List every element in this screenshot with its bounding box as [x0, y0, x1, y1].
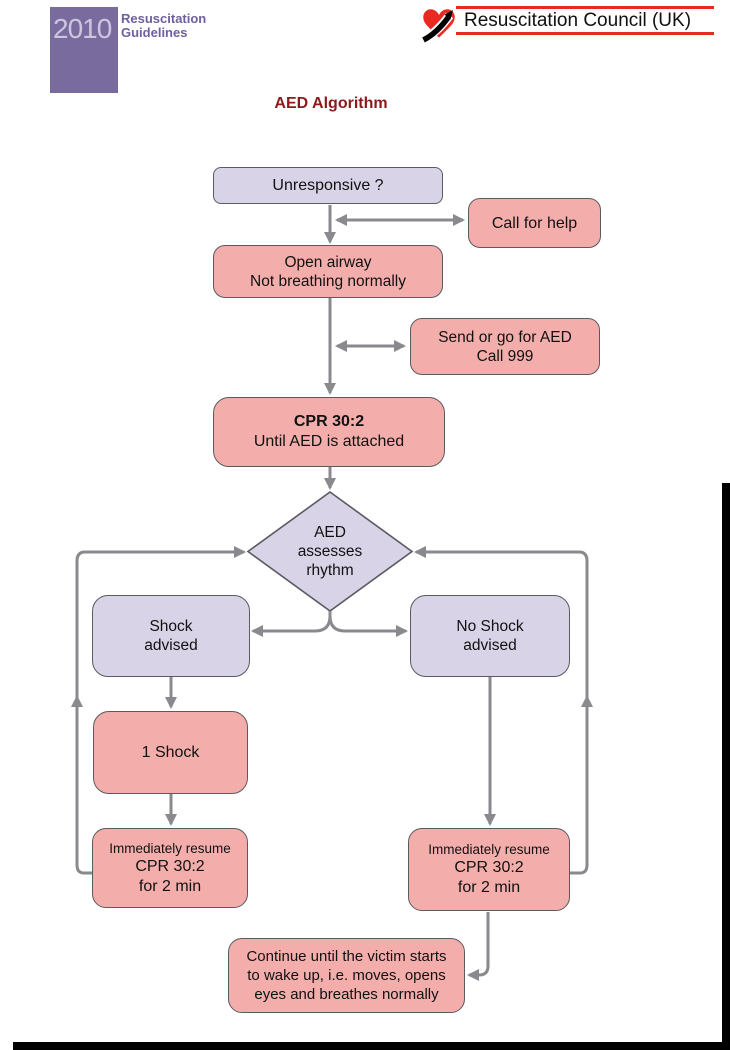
- badge-label-line2: Guidelines: [121, 25, 188, 40]
- node-no-shock-advised-line1: No Shock: [456, 618, 524, 635]
- node-open-airway-line2: Not breathing normally: [250, 272, 406, 290]
- node-send-for-aed-line1: Send or go for AED: [438, 328, 572, 346]
- node-continue-line3: eyes and breathes normally: [254, 986, 439, 1003]
- connector-loop-left-to-diamond: [75, 546, 246, 875]
- page-edge-bottom: [13, 1042, 730, 1050]
- node-one-shock-label: 1 Shock: [141, 744, 200, 761]
- loop-right-direction-arrowhead: [581, 695, 593, 707]
- node-unresponsive-label: Unresponsive ?: [272, 177, 384, 194]
- node-unresponsive: Unresponsive ?: [213, 167, 443, 204]
- node-resume-right-line1: Immediately resume: [428, 842, 550, 857]
- connector-diamond-to-shock-advised: [251, 611, 332, 637]
- node-send-for-aed: Send or go for AED Call 999: [410, 318, 600, 375]
- org-name: Resuscitation Council (UK): [456, 6, 714, 35]
- node-resume-left-line3: for 2 min: [138, 877, 202, 895]
- node-no-shock-advised: No Shock advised: [410, 595, 570, 677]
- node-resume-right-line3: for 2 min: [457, 879, 521, 896]
- node-continue-until: Continue until the victim starts to wake…: [228, 938, 465, 1013]
- node-aed-assesses-label: AED assesses rhythm: [248, 492, 412, 611]
- node-aed-assesses-line3: rhythm: [306, 562, 354, 579]
- node-call-for-help: Call for help: [468, 198, 601, 248]
- node-shock-advised-line1: Shock: [149, 618, 193, 635]
- connector-loop-right-to-diamond: [414, 546, 589, 875]
- page-title: AED Algorithm: [274, 95, 388, 112]
- node-send-for-aed-line2: Call 999: [476, 347, 534, 365]
- node-call-for-help-label: Call for help: [491, 214, 578, 232]
- badge-label-line1: Resuscitation: [121, 11, 207, 26]
- badge-year-text: 2010: [53, 13, 112, 44]
- node-open-airway: Open airway Not breathing normally: [213, 245, 443, 298]
- guidelines-year-badge: 2010: [50, 7, 118, 93]
- node-aed-assesses-line2: assesses: [297, 543, 363, 560]
- page-edge-right: [722, 483, 730, 1050]
- node-no-shock-advised-line2: advised: [463, 637, 517, 654]
- loop-left-direction-arrowhead: [71, 695, 83, 707]
- node-resume-cpr-left: Immediately resume CPR 30:2 for 2 min: [92, 828, 248, 908]
- node-resume-cpr-right: Immediately resume CPR 30:2 for 2 min: [408, 828, 570, 911]
- rcuk-logo: Resuscitation Council (UK): [420, 5, 714, 45]
- node-aed-assesses-line1: AED: [314, 524, 346, 541]
- node-resume-right-line2: CPR 30:2: [454, 859, 524, 876]
- node-continue-line1: Continue until the victim starts: [246, 948, 447, 965]
- connector-resume-right-to-continue: [467, 912, 490, 981]
- connector-diamond-to-no-shock-advised: [328, 615, 408, 637]
- node-cpr-line2: Until AED is attached: [253, 433, 405, 450]
- node-one-shock: 1 Shock: [93, 711, 248, 794]
- node-cpr-line1: CPR 30:2: [293, 413, 365, 430]
- heart-flash-icon: [421, 9, 455, 44]
- node-resume-left-line2: CPR 30:2: [135, 857, 205, 875]
- node-shock-advised: Shock advised: [92, 595, 250, 677]
- node-resume-left-line1: Immediately resume: [109, 840, 231, 856]
- guidelines-badge-label: Resuscitation Guidelines: [121, 12, 206, 40]
- node-open-airway-line1: Open airway: [284, 253, 372, 271]
- node-shock-advised-line2: advised: [144, 637, 198, 654]
- node-continue-line2: to wake up, i.e. moves, opens: [247, 967, 446, 984]
- node-cpr-until-aed: CPR 30:2 Until AED is attached: [213, 397, 445, 467]
